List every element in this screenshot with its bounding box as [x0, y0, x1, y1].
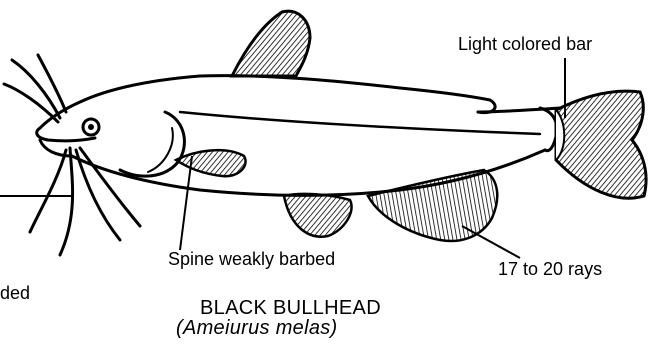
pointer-rays — [462, 226, 520, 258]
lateral-line — [180, 112, 540, 134]
barbel-chin-3 — [30, 150, 66, 232]
barbel-upper-1 — [12, 60, 60, 118]
pectoral-fin — [176, 150, 246, 176]
label-anal-fin-rays: 17 to 20 rays — [498, 259, 602, 280]
label-spine-weakly-barbed: Spine weakly barbed — [168, 249, 335, 270]
caudal-fin — [556, 91, 646, 198]
peduncle — [540, 108, 557, 151]
label-left-fragment: ded — [0, 283, 30, 304]
eye-pupil — [88, 124, 94, 130]
label-light-colored-bar: Light colored bar — [458, 34, 592, 55]
mouth-lower — [40, 140, 72, 156]
dorsal-fin — [232, 11, 310, 76]
anal-fin — [368, 170, 497, 241]
gill-cover-inner — [148, 128, 173, 172]
gill-cover — [120, 112, 184, 176]
pelvic-fin — [284, 194, 352, 237]
pointer-spine — [180, 156, 192, 250]
species-scientific-name: (Ameiurus melas) — [176, 317, 338, 340]
